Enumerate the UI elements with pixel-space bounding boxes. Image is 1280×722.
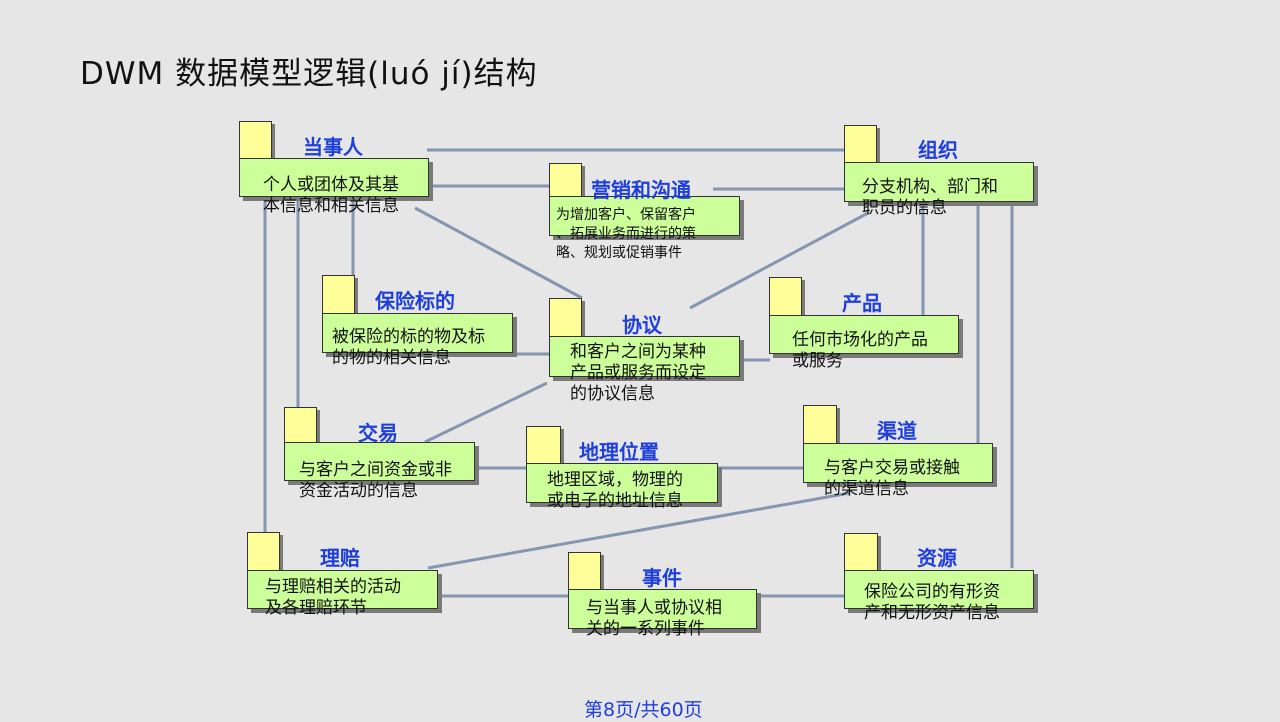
entity-name: 当事人 (303, 135, 363, 159)
entity-body (247, 570, 438, 609)
entity-name: 地理位置 (579, 440, 659, 464)
entity-body (769, 315, 959, 354)
entity-tab (322, 275, 355, 315)
link-agreement-transaction (424, 381, 548, 444)
entity-desc: 个人或团体及其基 本信息和相关信息 (263, 175, 399, 216)
entity-desc: 分支机构、部门和 职员的信息 (862, 177, 998, 218)
entity-name: 理赔 (320, 546, 360, 570)
entity-tab (568, 552, 601, 591)
entity-tab (844, 533, 878, 572)
entity-tab (239, 121, 272, 160)
entity-body (568, 589, 757, 629)
link-channel-claim (427, 491, 851, 570)
link-party-agreement (414, 206, 583, 300)
entity-desc: 与客户交易或接触 的渠道信息 (824, 458, 960, 499)
entity-desc: 与当事人或协议相 关的一系列事件 (586, 598, 722, 639)
entity-name: 组织 (918, 138, 958, 162)
link-organization-agreement (689, 211, 869, 310)
entity-body (239, 158, 429, 197)
entity-desc: 任何市场化的产品 或服务 (792, 330, 928, 371)
entity-tab (549, 163, 582, 198)
entity-desc: 与客户之间资金或非 资金活动的信息 (299, 460, 452, 501)
entity-desc: 被保险的标的物及标 的物的相关信息 (332, 327, 485, 368)
entity-desc: 和客户之间为某种 产品或服务而设定 的协议信息 (570, 342, 706, 404)
entity-body (284, 442, 475, 481)
entity-desc: 保险公司的有形资 产和无形资产信息 (864, 582, 1000, 623)
entity-name: 资源 (917, 546, 957, 570)
entity-desc: 为增加客户、保留客户 、拓展业务而进行的策 略、规划或促销事件 (556, 207, 696, 261)
entity-name: 产品 (842, 291, 882, 315)
entity-body (322, 313, 513, 353)
entity-body (803, 443, 993, 483)
entity-tab (526, 426, 561, 465)
entity-name: 交易 (358, 421, 398, 445)
entity-body (549, 196, 740, 236)
entity-desc: 地理区域，物理的 或电子的地址信息 (547, 470, 683, 511)
entity-tab (247, 532, 280, 572)
page-footer: 第8页/共60页 (584, 699, 703, 721)
entity-desc: 与理赔相关的活动 及各理赔环节 (265, 577, 401, 618)
entity-body (549, 336, 740, 377)
entity-body (844, 162, 1034, 202)
entity-name: 保险标的 (375, 289, 455, 313)
entity-name: 协议 (622, 313, 662, 337)
entity-body (526, 463, 718, 503)
entity-tab (803, 405, 837, 445)
entity-name: 事件 (642, 566, 682, 590)
entity-name: 营销和沟通 (591, 178, 691, 202)
entity-tab (284, 407, 317, 444)
entity-body (844, 570, 1034, 609)
entity-tab (844, 125, 877, 164)
entity-tab (549, 298, 582, 338)
entity-name: 渠道 (877, 419, 917, 443)
entity-tab (769, 277, 802, 317)
page-title: DWM 数据模型逻辑(luó jí)结构 (80, 56, 538, 92)
